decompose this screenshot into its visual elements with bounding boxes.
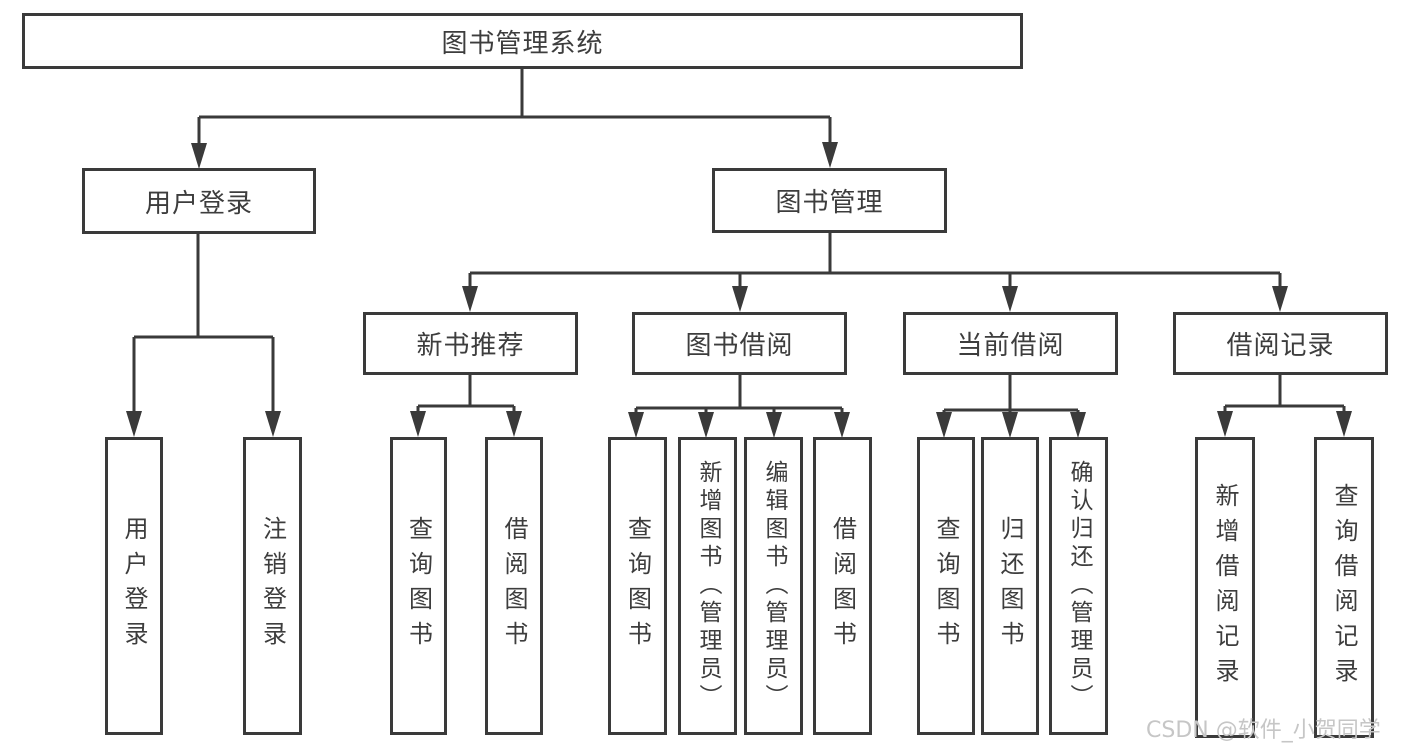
node-leaf-query-books-recommend-label: 查询图书 — [404, 516, 433, 656]
node-leaf-add-book-admin: 新增图书（管理员） — [678, 437, 737, 735]
node-leaf-borrow-books-borrowing-label: 借阅图书 — [828, 516, 857, 656]
node-leaf-user-login-label: 用户登录 — [120, 516, 148, 656]
node-user-login: 用户登录 — [82, 168, 316, 234]
node-leaf-query-books-recommend: 查询图书 — [390, 437, 447, 735]
node-leaf-add-book-admin-label: 新增图书（管理员） — [695, 460, 721, 712]
node-leaf-borrow-books-recommend: 借阅图书 — [485, 437, 543, 735]
node-leaf-query-books-current-label: 查询图书 — [932, 516, 960, 656]
node-root: 图书管理系统 — [22, 13, 1023, 69]
watermark: CSDN @软件_小贺同学 — [1146, 718, 1381, 743]
node-leaf-query-borrow-record-label: 查询借阅记录 — [1330, 482, 1358, 693]
node-leaf-logout: 注销登录 — [243, 437, 302, 735]
node-leaf-confirm-return-admin: 确认归还（管理员） — [1049, 437, 1108, 735]
node-leaf-add-borrow-record-label: 新增借阅记录 — [1211, 482, 1239, 693]
node-leaf-borrow-books-borrowing: 借阅图书 — [813, 437, 872, 735]
node-book-management-label: 图书管理 — [775, 188, 884, 218]
node-leaf-return-book-label: 归还图书 — [996, 516, 1024, 656]
node-leaf-logout-label: 注销登录 — [258, 516, 287, 656]
node-book-borrowing: 图书借阅 — [632, 312, 847, 375]
node-current-borrowing: 当前借阅 — [903, 312, 1118, 375]
node-leaf-query-borrow-record: 查询借阅记录 — [1314, 437, 1374, 738]
node-user-login-label: 用户登录 — [144, 188, 253, 219]
node-leaf-query-books-borrowing-label: 查询图书 — [623, 516, 652, 656]
node-current-borrowing-label: 当前借阅 — [956, 331, 1065, 361]
node-leaf-confirm-return-admin-label: 确认归还（管理员） — [1066, 460, 1092, 712]
node-leaf-query-books-current: 查询图书 — [917, 437, 975, 735]
node-leaf-add-borrow-record: 新增借阅记录 — [1195, 437, 1255, 738]
node-leaf-return-book: 归还图书 — [981, 437, 1039, 735]
node-book-borrowing-label: 图书借阅 — [685, 331, 794, 361]
node-borrowing-records-label: 借阅记录 — [1226, 331, 1335, 361]
node-borrowing-records: 借阅记录 — [1173, 312, 1388, 375]
node-leaf-user-login: 用户登录 — [105, 437, 163, 735]
node-book-management: 图书管理 — [712, 168, 947, 233]
node-leaf-edit-book-admin: 编辑图书（管理员） — [744, 437, 803, 735]
node-leaf-edit-book-admin-label: 编辑图书（管理员） — [761, 460, 787, 712]
node-new-book-recommend-label: 新书推荐 — [416, 331, 525, 361]
node-new-book-recommend: 新书推荐 — [363, 312, 578, 375]
node-leaf-query-books-borrowing: 查询图书 — [608, 437, 667, 735]
node-leaf-borrow-books-recommend-label: 借阅图书 — [500, 516, 528, 656]
node-root-label: 图书管理系统 — [441, 28, 604, 59]
